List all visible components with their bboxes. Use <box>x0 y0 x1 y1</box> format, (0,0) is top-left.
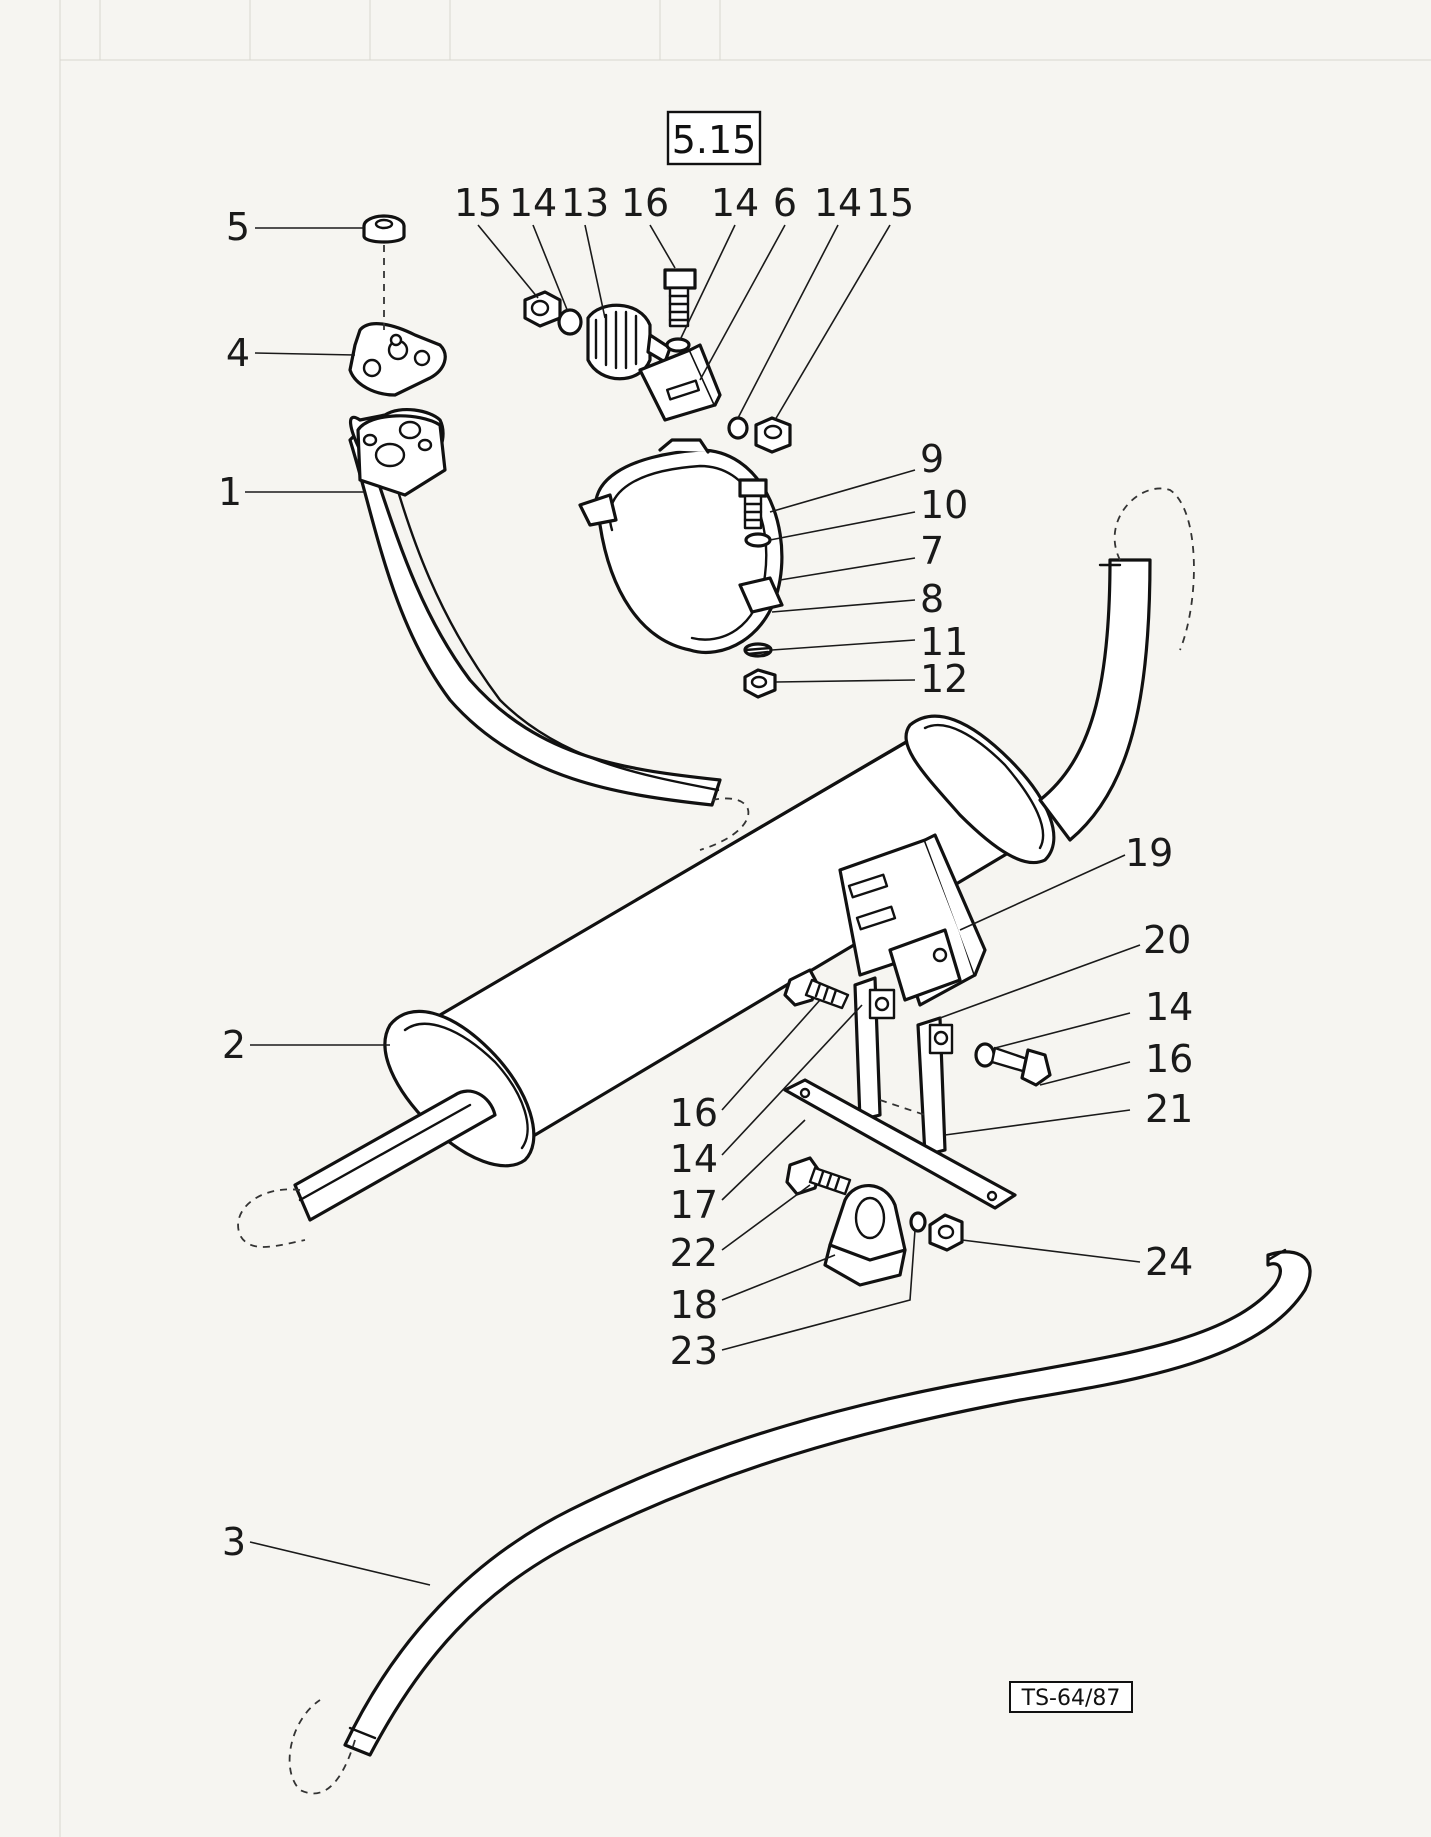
callout-21: 21 <box>1145 1087 1193 1131</box>
drawing-number: TS-64/87 <box>1021 1686 1121 1711</box>
callout-14-top-c: 14 <box>814 181 862 225</box>
callout-24: 24 <box>1145 1240 1193 1284</box>
parts-17-24-hanger <box>783 833 1052 1287</box>
callout-5: 5 <box>226 205 250 249</box>
leader-lines <box>245 224 1141 1586</box>
faint-header-grid <box>59 0 1431 1837</box>
callout-2: 2 <box>222 1023 246 1067</box>
part-3-tailpipe <box>288 1248 1312 1795</box>
callout-9: 9 <box>920 437 944 481</box>
callout-6: 6 <box>773 181 797 225</box>
part-2-silencer <box>237 487 1195 1248</box>
callout-13: 13 <box>561 181 609 225</box>
callout-14-top-b: 14 <box>711 181 759 225</box>
callout-23: 23 <box>670 1329 718 1373</box>
callout-16-lower-left: 16 <box>670 1091 718 1135</box>
callout-20: 20 <box>1143 918 1191 962</box>
part-4-gasket <box>348 322 447 397</box>
callout-18: 18 <box>670 1283 718 1327</box>
callout-3: 3 <box>222 1520 246 1564</box>
parts-13-16-mount <box>523 268 792 454</box>
drawing-number-box: TS-64/87 <box>1009 1681 1133 1713</box>
part-5-nut <box>362 214 406 330</box>
callout-1: 1 <box>218 470 242 514</box>
callout-15-top-left: 15 <box>454 181 502 225</box>
callout-16-top: 16 <box>621 181 669 225</box>
callout-15-top-right: 15 <box>866 181 914 225</box>
parts-7-12-clamp <box>578 438 784 699</box>
callout-10: 10 <box>920 483 968 527</box>
callout-22: 22 <box>670 1231 718 1275</box>
callout-11: 11 <box>920 620 968 664</box>
callout-14-right: 14 <box>1145 985 1193 1029</box>
section-number-box: 5.15 <box>666 110 762 166</box>
callout-7: 7 <box>920 529 944 573</box>
callout-4: 4 <box>226 331 250 375</box>
section-number: 5.15 <box>672 118 757 162</box>
part-1-front-pipe <box>348 407 750 851</box>
callout-17: 17 <box>670 1183 718 1227</box>
callout-14-lower-left: 14 <box>670 1137 718 1181</box>
callout-8: 8 <box>920 577 944 621</box>
callout-labels: 5 4 1 2 3 15 14 13 16 14 6 14 15 9 10 7 … <box>218 181 1194 1564</box>
callout-12: 12 <box>920 657 968 701</box>
callout-16-right: 16 <box>1145 1037 1193 1081</box>
callout-14-top-a: 14 <box>509 181 557 225</box>
callout-19: 19 <box>1125 831 1173 875</box>
